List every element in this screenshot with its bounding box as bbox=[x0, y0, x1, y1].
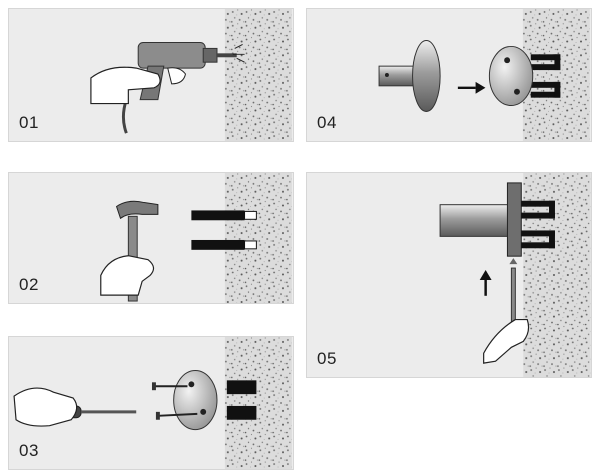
arrow-up-icon bbox=[479, 270, 492, 296]
screw-bottom bbox=[155, 411, 198, 420]
screwdriver-icon bbox=[13, 387, 137, 427]
step-number: 04 bbox=[317, 113, 337, 132]
screw-top bbox=[151, 382, 188, 391]
wall bbox=[224, 337, 292, 469]
arrow-right-icon bbox=[457, 81, 486, 94]
mounting-plate bbox=[488, 45, 534, 107]
wall-anchor-bottom bbox=[530, 81, 561, 98]
step-panel-02: 02 bbox=[8, 172, 294, 304]
wall-anchor-bottom bbox=[226, 405, 257, 420]
step-number: 03 bbox=[19, 441, 39, 460]
hex-key-icon bbox=[483, 258, 530, 364]
wall-anchor-top bbox=[226, 380, 257, 395]
hammer-icon bbox=[100, 200, 159, 302]
step-number: 02 bbox=[19, 275, 39, 294]
wall bbox=[523, 173, 591, 377]
wall bbox=[522, 9, 590, 141]
wall bbox=[224, 9, 292, 141]
wall-anchor-top bbox=[530, 54, 561, 71]
wall-anchor-top bbox=[191, 210, 257, 221]
drill-icon bbox=[90, 42, 245, 134]
wall bbox=[224, 173, 292, 303]
step-panel-01: 01 bbox=[8, 8, 294, 142]
step-number: 01 bbox=[19, 113, 39, 132]
step-panel-05: 05 bbox=[306, 172, 592, 378]
step-panel-03: 03 bbox=[8, 336, 294, 470]
wall-anchor-bottom bbox=[191, 239, 257, 250]
installed-holder bbox=[439, 182, 555, 257]
mounting-plate bbox=[173, 370, 218, 431]
mount-bracket-icon bbox=[378, 40, 441, 112]
step-panel-04: 04 bbox=[306, 8, 592, 142]
step-number: 05 bbox=[317, 349, 337, 368]
